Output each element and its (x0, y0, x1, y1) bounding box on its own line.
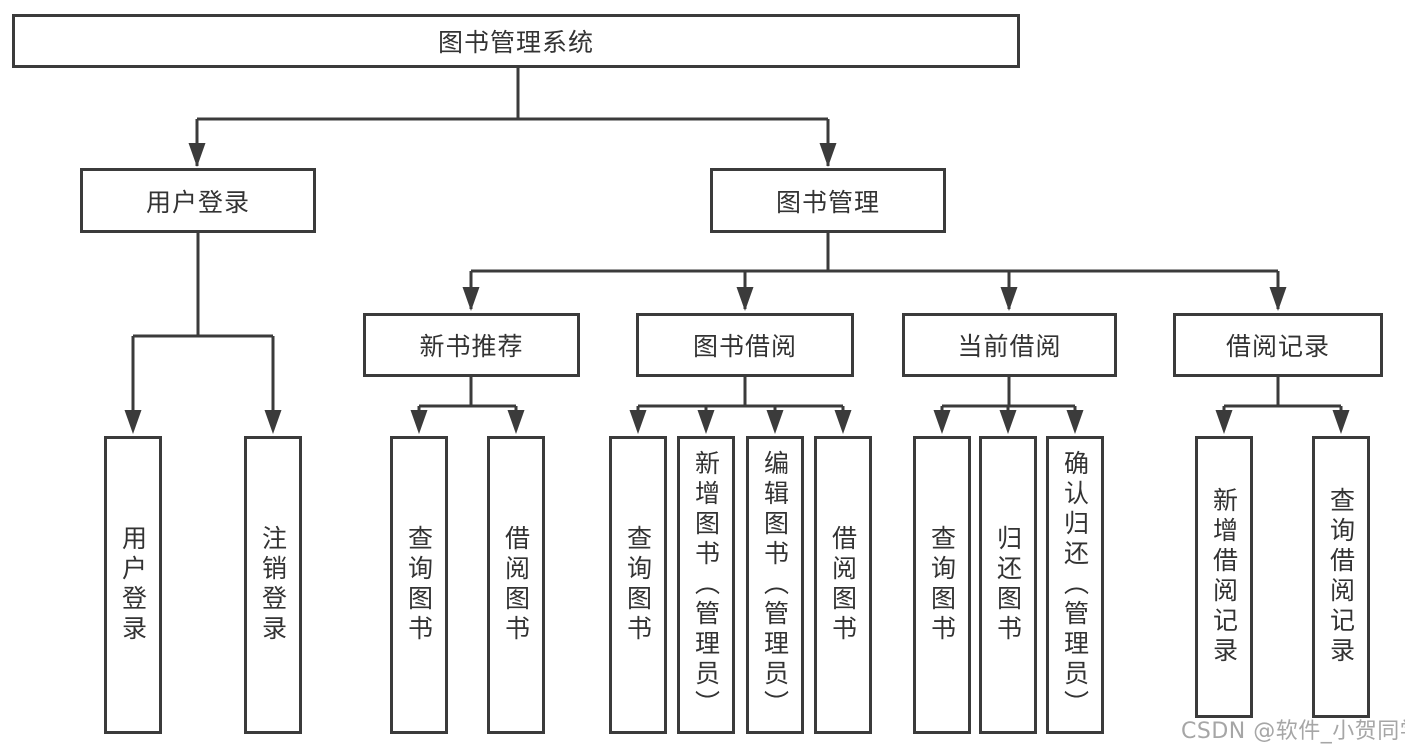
leaf-query-books-current: 查询图书 (913, 436, 971, 734)
leaf-borrow-books-label: 借阅图书 (828, 525, 858, 645)
leaf-user-login: 用户登录 (104, 436, 162, 734)
leaf-add-book-admin-label: 新增图书（管理员） (691, 450, 721, 720)
leaf-return-books: 归还图书 (979, 436, 1037, 734)
leaf-confirm-return-admin-label: 确认归还（管理员） (1060, 450, 1090, 720)
leaf-query-borrow-record: 查询借阅记录 (1312, 436, 1370, 718)
leaf-logout-label: 注销登录 (258, 525, 288, 645)
leaf-query-books-recommend: 查询图书 (390, 436, 448, 734)
leaf-borrow-books: 借阅图书 (814, 436, 872, 734)
leaf-add-book-admin: 新增图书（管理员） (677, 436, 735, 734)
leaf-borrow-books-recommend-label: 借阅图书 (501, 525, 531, 645)
leaf-edit-book-admin: 编辑图书（管理员） (746, 436, 804, 734)
node-current-borrow: 当前借阅 (902, 313, 1117, 377)
leaf-query-books-borrow: 查询图书 (609, 436, 667, 734)
node-user-login: 用户登录 (80, 168, 316, 233)
leaf-logout: 注销登录 (244, 436, 302, 734)
leaf-add-borrow-record: 新增借阅记录 (1195, 436, 1253, 718)
node-book-management-system: 图书管理系统 (12, 14, 1020, 68)
leaf-edit-book-admin-label: 编辑图书（管理员） (760, 450, 790, 720)
leaf-query-books-recommend-label: 查询图书 (404, 525, 434, 645)
csdn-watermark: CSDN @软件_小贺同学 (1181, 719, 1405, 744)
leaf-user-login-label: 用户登录 (118, 525, 148, 645)
node-book-management: 图书管理 (710, 168, 946, 233)
node-borrow-records: 借阅记录 (1173, 313, 1383, 377)
leaf-borrow-books-recommend: 借阅图书 (487, 436, 545, 734)
node-book-borrow: 图书借阅 (636, 313, 854, 377)
leaf-add-borrow-record-label: 新增借阅记录 (1209, 487, 1239, 667)
node-new-book-recommend: 新书推荐 (363, 313, 580, 377)
leaf-query-books-borrow-label: 查询图书 (623, 525, 653, 645)
leaf-confirm-return-admin: 确认归还（管理员） (1046, 436, 1104, 734)
leaf-query-books-current-label: 查询图书 (927, 525, 957, 645)
leaf-query-borrow-record-label: 查询借阅记录 (1326, 487, 1356, 667)
leaf-return-books-label: 归还图书 (993, 525, 1023, 645)
